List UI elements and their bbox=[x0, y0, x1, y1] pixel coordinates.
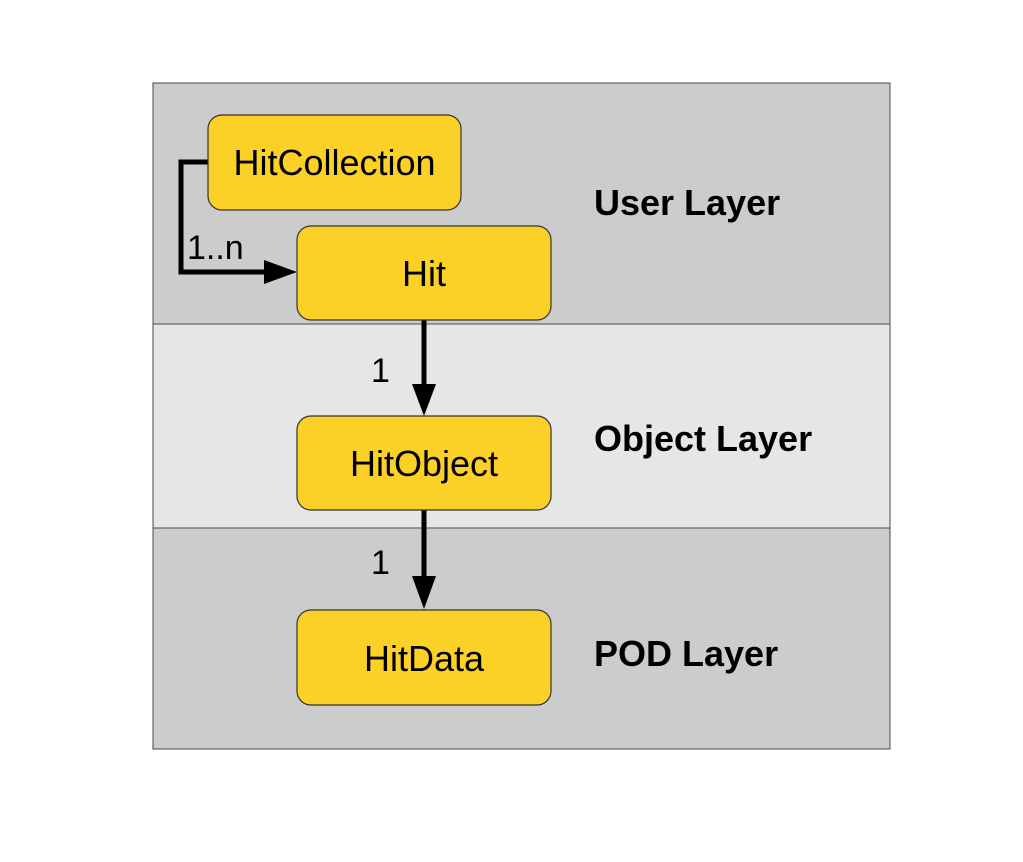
edge-hitobject-to-hitdata-multiplicity: 1 bbox=[371, 544, 390, 582]
node-hitcollection: HitCollection bbox=[207, 114, 462, 211]
edge-hit-to-hitobject-multiplicity: 1 bbox=[371, 352, 390, 390]
edge-hit-to-hitobject-arrowhead bbox=[412, 384, 436, 416]
edge-hit-to-hitobject: 1 bbox=[371, 320, 436, 416]
node-hit-label: Hit bbox=[402, 253, 446, 294]
node-hitdata: HitData bbox=[296, 609, 552, 706]
node-hitdata-label: HitData bbox=[364, 638, 485, 679]
node-hitobject-label: HitObject bbox=[350, 443, 498, 484]
edge-hitcollection-to-hit-multiplicity: 1..n bbox=[187, 229, 244, 267]
node-hitcollection-box bbox=[207, 114, 462, 211]
node-hit: Hit bbox=[296, 225, 552, 321]
node-hitobject: HitObject bbox=[296, 415, 552, 511]
node-hitcollection-label: HitCollection bbox=[233, 142, 435, 183]
user-layer-label: User Layer bbox=[594, 182, 780, 223]
pod-layer-label: POD Layer bbox=[594, 633, 778, 674]
edge-hitobject-to-hitdata: 1 bbox=[371, 510, 436, 609]
object-layer-label: Object Layer bbox=[594, 418, 812, 459]
edge-hitobject-to-hitdata-arrowhead bbox=[412, 576, 436, 609]
edge-hitcollection-to-hit-line bbox=[178, 159, 268, 275]
node-hitobject-box bbox=[296, 415, 552, 511]
node-hitdata-box bbox=[296, 609, 552, 706]
edge-hitcollection-to-hit: 1..n bbox=[178, 159, 297, 284]
edge-hitcollection-to-hit-arrowhead bbox=[264, 260, 297, 284]
node-hit-box bbox=[296, 225, 552, 321]
